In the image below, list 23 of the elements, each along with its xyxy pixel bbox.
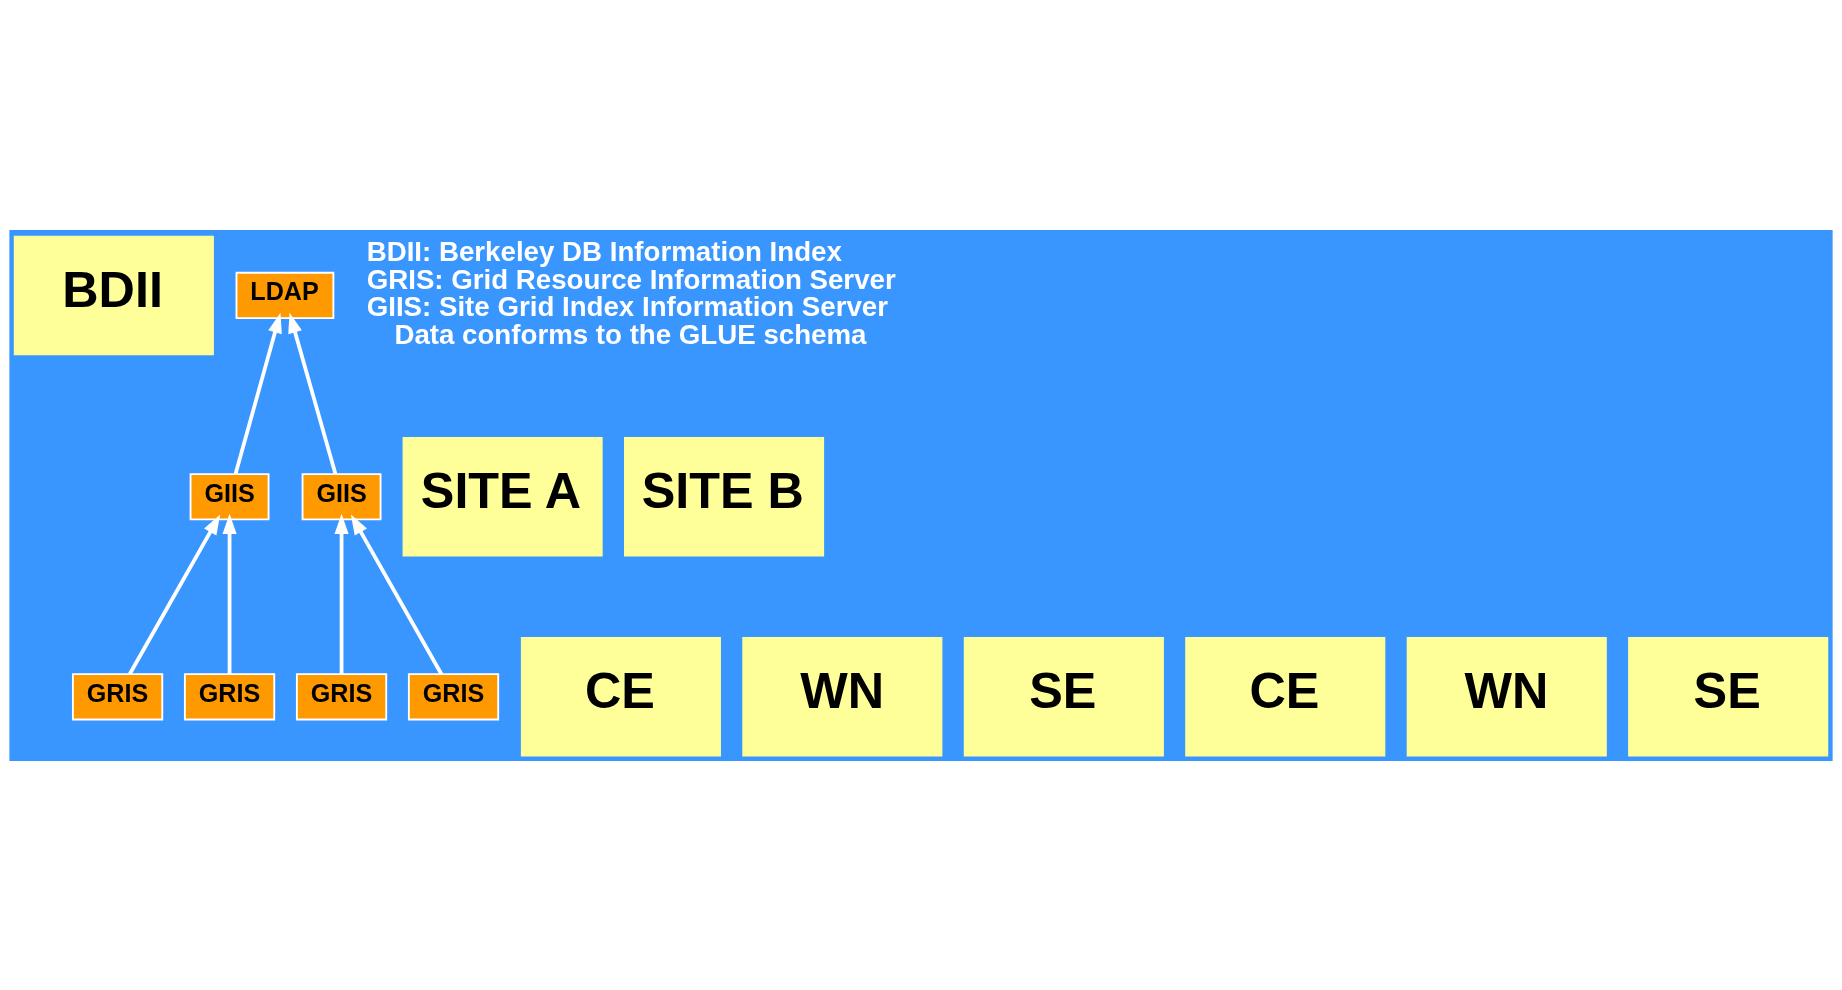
arrow [334, 513, 349, 674]
arrow [288, 312, 338, 474]
node-box: GRIS [71, 672, 164, 720]
node-box: WN [1406, 636, 1607, 757]
label: BDII: Berkeley DB Information Index [366, 235, 842, 267]
node-box: WN [742, 636, 943, 757]
arrow [350, 514, 443, 675]
arrow [233, 312, 282, 474]
arrow [128, 514, 221, 675]
node-box: SE [963, 636, 1164, 757]
node-box: GIIS [189, 472, 270, 520]
node-box: CE [520, 636, 721, 757]
node-box: SITE A [402, 436, 603, 557]
node-box: CE [1185, 636, 1386, 757]
node-box: GIIS [301, 472, 382, 520]
node-box: GRIS [295, 672, 388, 720]
node-box: GRIS [183, 672, 276, 720]
node-box: SITE B [624, 436, 825, 557]
node-box: GRIS [407, 672, 500, 720]
node-box: BDII [13, 235, 214, 355]
arrow [222, 513, 237, 674]
node-box: LDAP [235, 271, 335, 319]
node-box: SE [1628, 636, 1829, 757]
